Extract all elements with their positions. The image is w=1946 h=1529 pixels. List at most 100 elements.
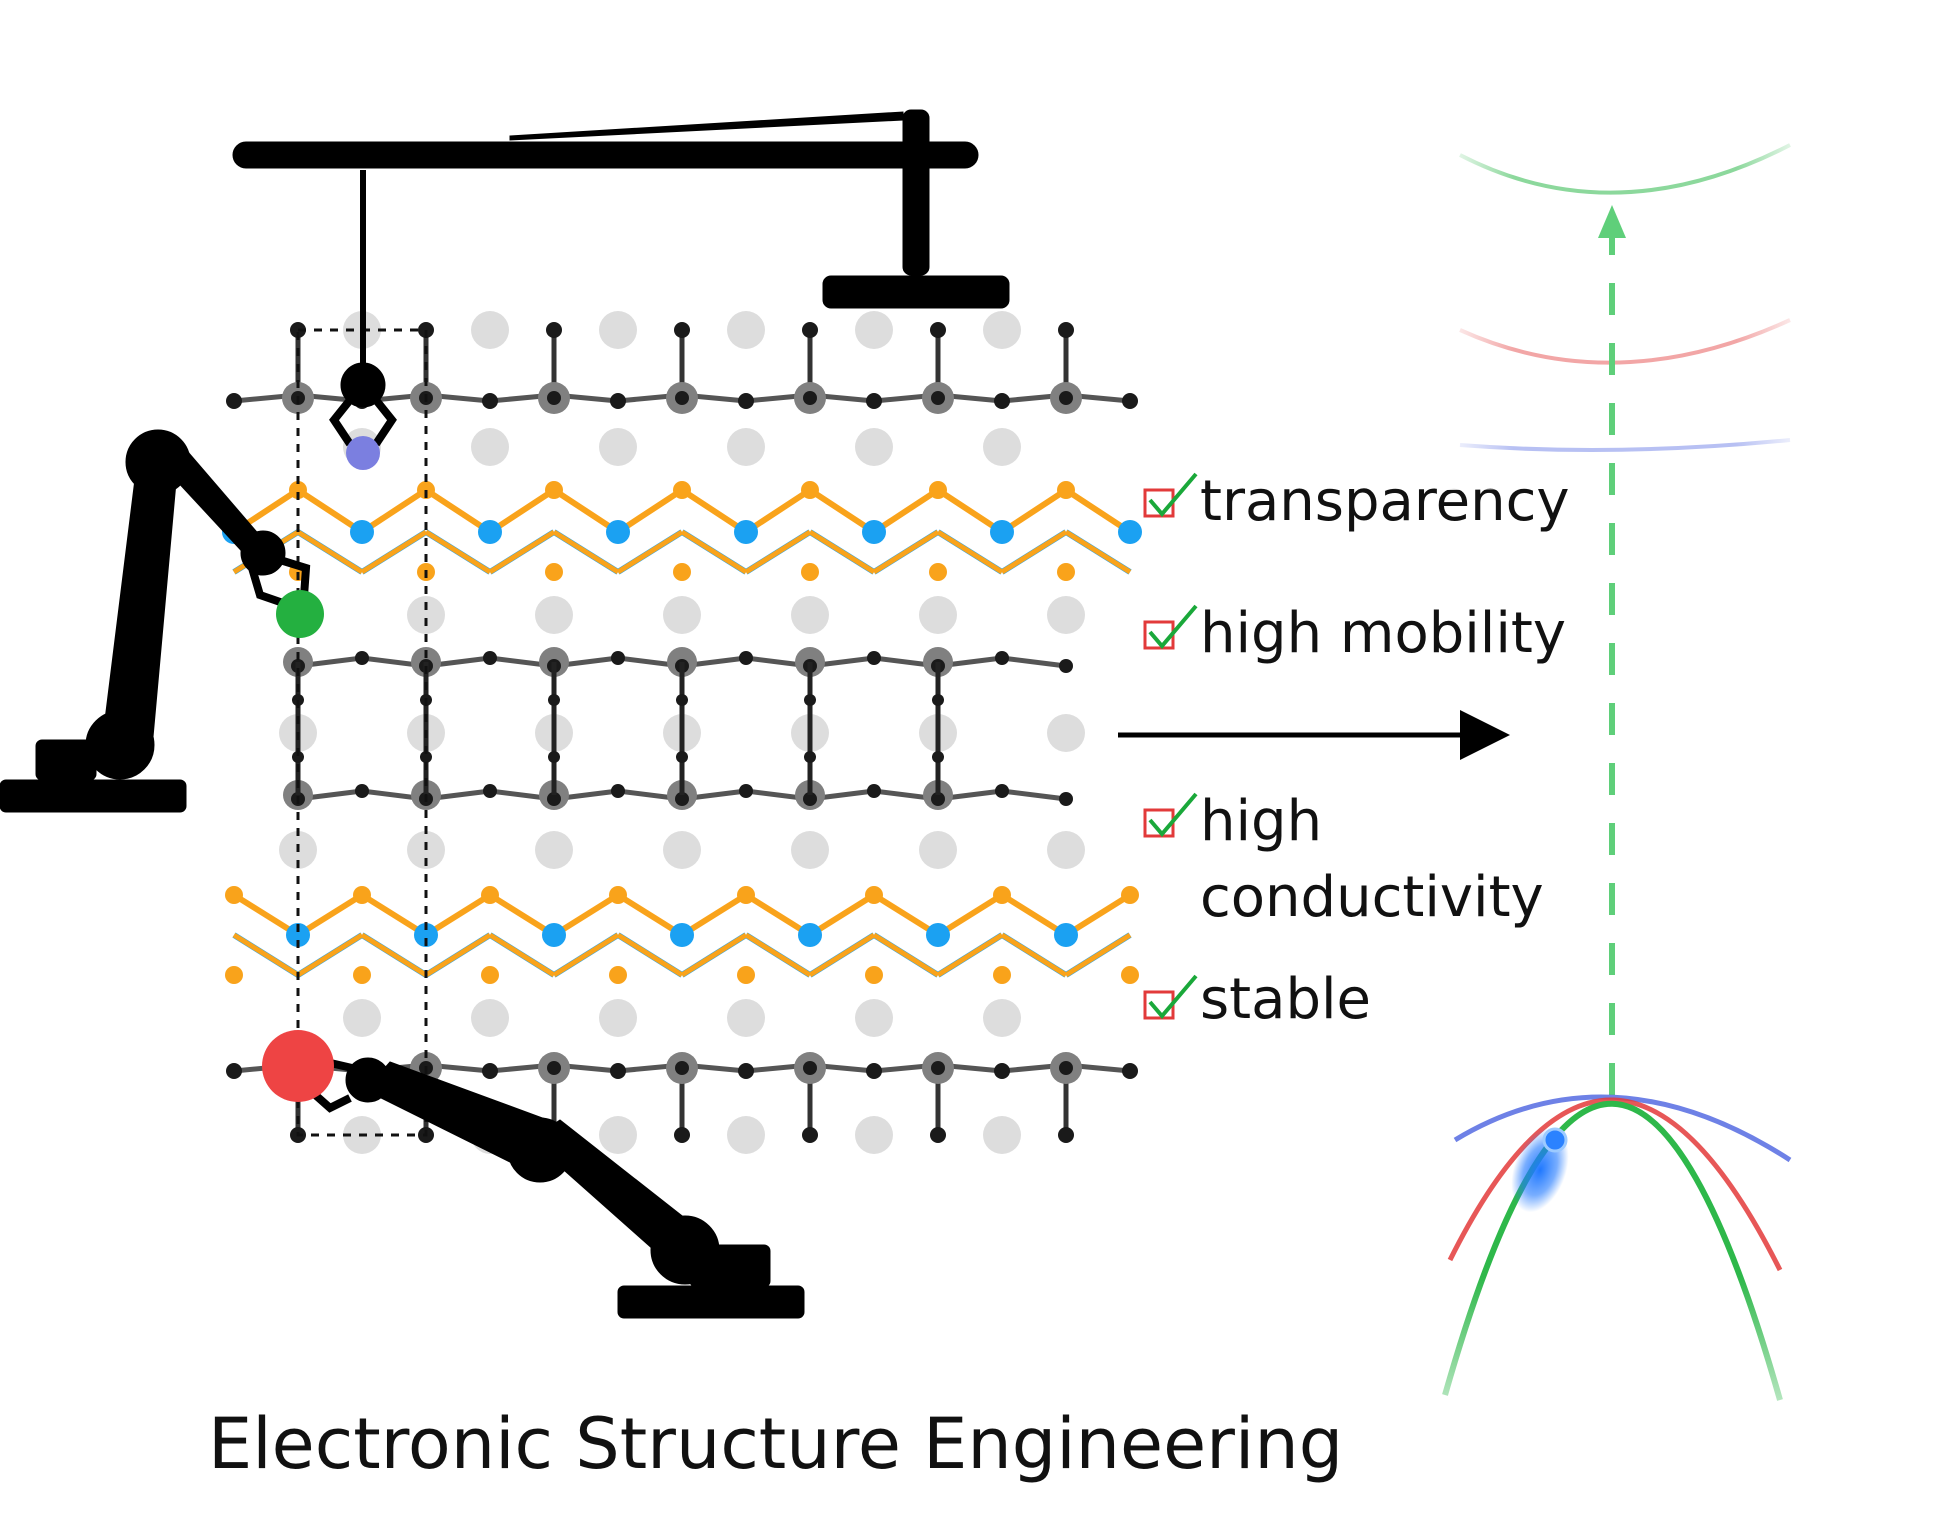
light-atom xyxy=(471,428,509,466)
orange-atom xyxy=(609,886,627,904)
property-high-conductivity-line1: high xyxy=(1200,789,1322,854)
purple-dopant-atom xyxy=(346,436,380,470)
black-atom xyxy=(1122,393,1138,409)
orange-atom xyxy=(673,481,691,499)
orange-atom xyxy=(481,886,499,904)
bond xyxy=(1000,487,1068,535)
orange-atom xyxy=(737,886,755,904)
black-atom xyxy=(482,393,498,409)
light-atom xyxy=(599,311,637,349)
black-atom xyxy=(867,651,881,665)
bond xyxy=(680,932,748,978)
light-atom xyxy=(919,596,957,634)
black-atom xyxy=(866,393,882,409)
checkbox-check-icon xyxy=(1148,792,1198,838)
black-atom xyxy=(802,322,818,338)
orange-atom xyxy=(353,966,371,984)
bond xyxy=(424,892,492,938)
black-atom xyxy=(483,784,497,798)
light-atom xyxy=(727,428,765,466)
black-atom xyxy=(932,751,944,763)
light-atom xyxy=(407,596,445,634)
black-atom xyxy=(292,751,304,763)
orange-atom xyxy=(737,966,755,984)
bond xyxy=(552,487,620,535)
bond xyxy=(488,892,556,938)
bond xyxy=(424,487,492,535)
black-atom xyxy=(994,1063,1010,1079)
black-atom xyxy=(1122,1063,1138,1079)
bond xyxy=(1000,529,1068,575)
black-atom xyxy=(546,322,562,338)
bond xyxy=(808,892,876,938)
black-atom xyxy=(226,393,242,409)
black-atom xyxy=(738,1063,754,1079)
black-atom xyxy=(226,1063,242,1079)
black-atom xyxy=(611,784,625,798)
checkbox-check-icon xyxy=(1148,604,1198,650)
bond xyxy=(360,529,428,575)
gantry-robot-arm-icon xyxy=(232,109,1010,447)
bond xyxy=(936,487,1004,535)
black-atom xyxy=(803,1061,817,1075)
black-atom xyxy=(995,651,1009,665)
light-atom xyxy=(983,1116,1021,1154)
blue-atom xyxy=(478,520,502,544)
bond xyxy=(744,487,812,535)
blue-atom xyxy=(926,923,950,947)
orange-atom xyxy=(609,966,627,984)
orange-atom xyxy=(993,886,1011,904)
orange-atom xyxy=(1057,563,1075,581)
black-atom xyxy=(675,391,689,405)
bond xyxy=(808,932,876,978)
blue-atom xyxy=(286,923,310,947)
orange-atom xyxy=(545,563,563,581)
light-atom xyxy=(1047,831,1085,869)
blue-atom xyxy=(542,923,566,947)
bond xyxy=(1000,892,1068,938)
bond xyxy=(872,892,940,938)
bond xyxy=(360,892,428,938)
bond xyxy=(744,892,812,938)
orange-atom xyxy=(929,481,947,499)
light-atom xyxy=(471,311,509,349)
black-atom xyxy=(674,322,690,338)
light-atom xyxy=(1047,596,1085,634)
light-atom xyxy=(855,311,893,349)
bond xyxy=(680,487,748,535)
black-atom xyxy=(1059,659,1073,673)
bond xyxy=(488,932,556,978)
black-atom xyxy=(547,391,561,405)
bond xyxy=(296,487,364,535)
bond xyxy=(808,529,876,575)
bond xyxy=(488,529,556,575)
bond xyxy=(744,932,812,978)
black-atom xyxy=(1059,391,1073,405)
black-atom xyxy=(1059,1061,1073,1075)
bond xyxy=(360,487,428,535)
bond xyxy=(872,529,940,575)
black-atom xyxy=(803,792,817,806)
light-atom xyxy=(343,999,381,1037)
light-atom xyxy=(535,596,573,634)
black-atom xyxy=(547,792,561,806)
bond xyxy=(1064,487,1132,535)
property-checklist xyxy=(1143,472,1198,1020)
blue-atom xyxy=(990,520,1014,544)
bond xyxy=(1064,892,1132,938)
black-atom xyxy=(548,694,560,706)
orange-atom xyxy=(801,481,819,499)
bond xyxy=(744,529,812,575)
bond xyxy=(296,529,364,575)
black-atom xyxy=(931,792,945,806)
black-atom xyxy=(676,751,688,763)
light-atom xyxy=(599,999,637,1037)
light-atom xyxy=(727,1116,765,1154)
bond xyxy=(1001,788,1067,802)
property-stable: stable xyxy=(1200,967,1371,1032)
bond xyxy=(424,529,492,575)
left-robot-arm-icon xyxy=(0,429,311,813)
light-atom xyxy=(663,596,701,634)
bond xyxy=(296,932,364,978)
